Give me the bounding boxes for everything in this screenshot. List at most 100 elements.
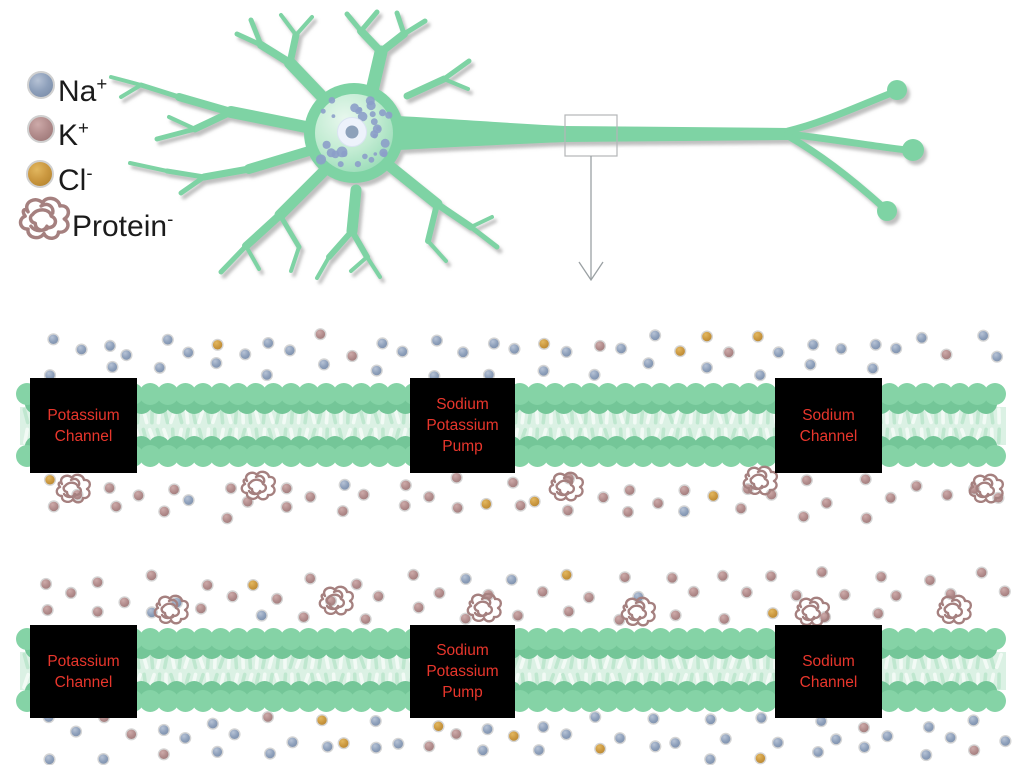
na-ion-icon <box>321 740 334 753</box>
na-ion-icon <box>396 345 409 358</box>
soma <box>304 83 404 183</box>
legend-label: Na <box>58 75 97 108</box>
na-ion-icon <box>487 337 501 350</box>
k-ion-icon <box>433 586 446 600</box>
na-ion-icon <box>369 714 382 728</box>
na-ion-icon <box>476 744 490 757</box>
na-ion-icon <box>647 712 660 725</box>
k-ion-icon <box>407 568 420 582</box>
neuron-illustration <box>109 9 924 280</box>
na-ion-icon <box>392 737 405 750</box>
k-ion-icon <box>722 346 735 359</box>
na-ion-icon <box>505 573 518 586</box>
cl-ion-icon <box>766 607 779 620</box>
k-ion-icon <box>872 607 885 620</box>
na-ion-icon <box>990 350 1004 363</box>
na-ion-icon <box>649 740 662 753</box>
cl-ion-icon <box>315 714 329 727</box>
k-ion-icon <box>941 488 954 502</box>
protein-icon <box>55 473 92 504</box>
na-ion-icon <box>719 732 732 746</box>
na-ion-icon <box>338 478 351 492</box>
legend-item-na: Na+ <box>58 67 107 109</box>
na-ion-icon <box>255 609 268 622</box>
k-ion-icon <box>224 482 238 495</box>
k-ion-icon <box>940 348 953 361</box>
na-ion-icon <box>537 364 550 378</box>
cl-ion-icon <box>337 737 350 750</box>
na-ion-icon <box>866 362 879 375</box>
na-ion-icon <box>588 368 601 382</box>
ions-extracellular-below-membrane-2 <box>42 710 1012 765</box>
k-ion-icon <box>145 569 158 582</box>
na-ion-icon <box>944 731 957 744</box>
protein-icon <box>18 196 71 241</box>
k-ion-icon <box>678 484 691 497</box>
k-ion-icon <box>118 596 131 609</box>
label-line: Channel <box>54 673 113 691</box>
na-ion-icon <box>771 736 785 749</box>
na-ion-icon <box>920 748 933 762</box>
na-ion-icon <box>457 346 470 359</box>
cl-ion-legend-icon <box>26 160 54 188</box>
k-ion-icon <box>304 572 317 585</box>
k-ion-icon <box>623 484 636 497</box>
k-ion-icon <box>221 512 234 525</box>
k-ion-icon <box>451 501 464 515</box>
k-ion-icon <box>423 490 436 503</box>
k-ion-icon <box>372 590 385 603</box>
k-ion-icon <box>359 613 372 626</box>
na-ion-icon <box>858 741 871 754</box>
k-ion-icon <box>64 586 78 600</box>
na-ion-icon <box>889 342 903 355</box>
k-ion-icon <box>350 578 363 591</box>
k-ion-icon <box>859 473 872 486</box>
protein-icon <box>742 465 779 496</box>
k-ion-icon <box>125 728 138 741</box>
cl-ion-icon <box>700 330 714 343</box>
na-ion-icon <box>283 344 297 357</box>
k-ion-icon <box>764 570 778 583</box>
na-ion-legend-icon <box>27 71 55 99</box>
k-ion-icon <box>857 721 871 734</box>
na-ion-icon <box>755 711 768 725</box>
na-ion-icon <box>153 361 166 374</box>
na-ion-icon <box>642 357 655 370</box>
na-ion-icon <box>179 731 192 745</box>
na-ion-icon <box>835 342 848 355</box>
label-line: Potassium <box>426 663 499 680</box>
na-ion-icon <box>182 494 195 507</box>
sodium-channel-label-1: Sodium Channel <box>775 378 882 473</box>
k-ion-icon <box>593 339 607 353</box>
k-ion-icon <box>157 748 170 761</box>
k-ion-icon <box>820 497 833 510</box>
na-ion-icon <box>120 349 133 362</box>
na-ion-icon <box>615 342 628 355</box>
na-ion-icon <box>772 346 785 359</box>
protein-icon <box>466 592 503 623</box>
k-ion-icon <box>314 328 327 341</box>
k-ion-icon <box>412 601 425 614</box>
k-ion-icon <box>91 605 104 618</box>
na-ion-icon <box>262 337 275 350</box>
k-ion-icon <box>506 476 520 489</box>
k-ion-icon <box>226 590 239 603</box>
legend-label: Cl <box>58 164 87 197</box>
potassium-channel-label-1: Potassium Channel <box>30 378 137 473</box>
label-line: Potassium <box>47 406 120 424</box>
legend-charge: - <box>86 162 93 183</box>
na-ion-icon <box>43 753 56 765</box>
na-ion-icon <box>75 343 88 356</box>
axon-terminal-bulb <box>902 139 924 161</box>
na-ion-icon <box>430 334 444 347</box>
k-ion-icon <box>666 571 679 585</box>
label-line: Pump <box>442 684 483 701</box>
k-ion-icon <box>597 491 610 504</box>
na-ion-icon <box>157 723 171 737</box>
k-ion-icon <box>562 605 575 618</box>
cl-ion-icon <box>707 489 720 503</box>
k-ion-icon <box>975 566 988 579</box>
k-ion-icon <box>201 579 214 592</box>
k-ion-icon <box>687 585 700 599</box>
